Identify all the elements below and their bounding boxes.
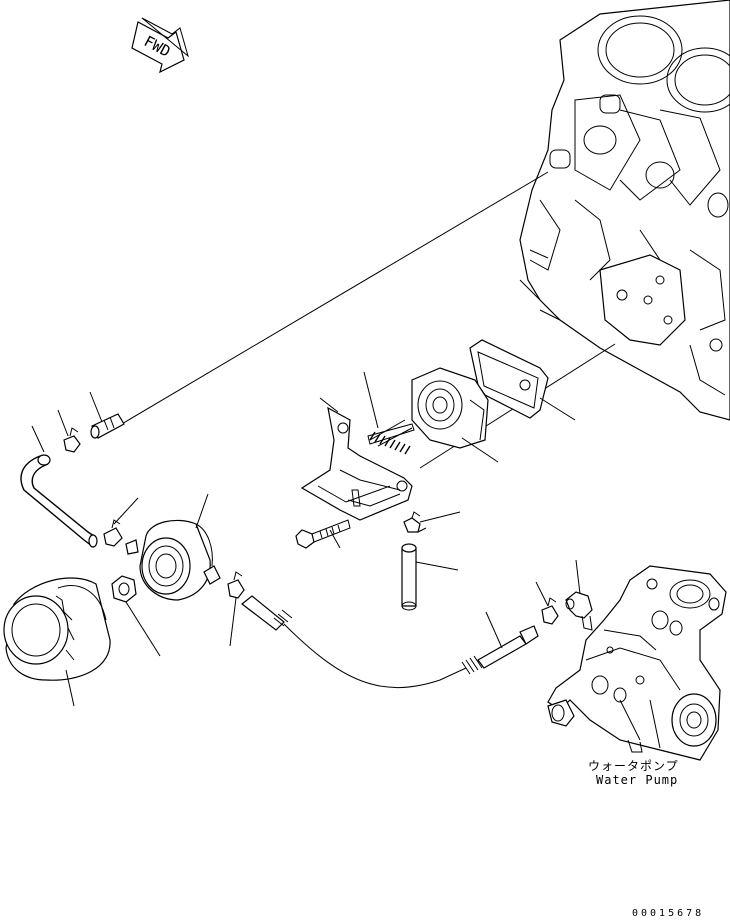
water-pump-label-en: Water Pump (596, 773, 679, 787)
connector-pipe-upper (90, 413, 125, 439)
cooler-cover (411, 367, 489, 449)
oil-filter (3, 577, 111, 681)
hose-clamp-right (403, 511, 427, 533)
water-hose (241, 595, 539, 688)
cooler-element (300, 406, 413, 521)
drawing-code: 00015678 (632, 908, 705, 919)
cylinder-block (519, 0, 730, 421)
hose-clamp-middle (103, 519, 123, 547)
nut (111, 575, 137, 603)
hose-clamp-upper (63, 427, 81, 453)
oil-cooler-body (139, 519, 221, 601)
hose-short (401, 543, 417, 611)
hose-clamp-lower (227, 571, 245, 599)
bent-hose (20, 454, 98, 548)
elbow-fitting (565, 591, 593, 631)
fwd-arrow-icon: FWD (131, 17, 189, 74)
water-pump (547, 565, 727, 761)
bolt (295, 519, 351, 549)
hose-clamp-pump (541, 597, 559, 625)
bypass-spring (367, 419, 415, 455)
water-pump-label-jp: ウォータポンプ (588, 759, 679, 773)
